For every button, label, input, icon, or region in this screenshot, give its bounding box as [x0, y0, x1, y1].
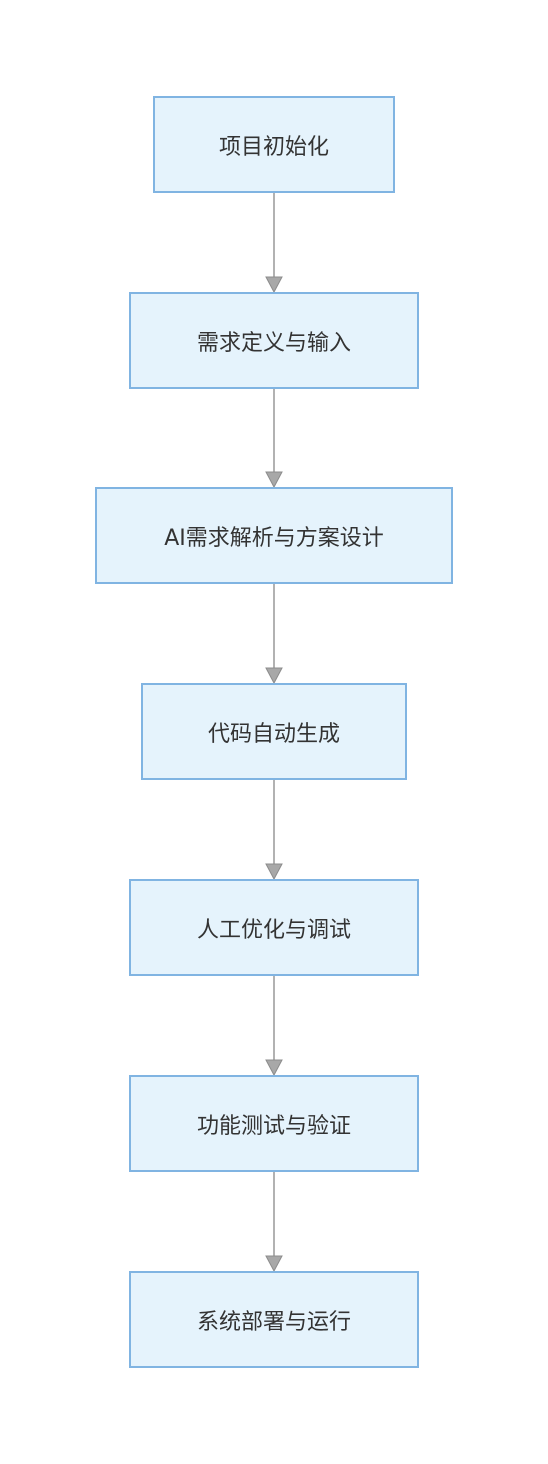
- edge-arrowhead-5: [265, 1059, 283, 1077]
- edge-arrowhead-6: [265, 1255, 283, 1273]
- node-label: 项目初始化: [218, 134, 329, 160]
- node-deployment: 系统部署与运行: [129, 1271, 419, 1368]
- node-manual-optimization: 人工优化与调试: [129, 879, 419, 976]
- node-label: 人工优化与调试: [196, 917, 351, 943]
- node-ai-analysis-design: AI需求解析与方案设计: [95, 487, 453, 584]
- node-requirements-definition: 需求定义与输入: [129, 292, 419, 389]
- edge-arrowhead-2: [265, 471, 283, 489]
- node-label: AI需求解析与方案设计: [164, 525, 384, 551]
- edge-arrowhead-4: [265, 863, 283, 881]
- node-project-init: 项目初始化: [153, 96, 395, 193]
- node-label: 功能测试与验证: [196, 1113, 351, 1139]
- edge-arrowhead-1: [265, 276, 283, 294]
- node-testing-validation: 功能测试与验证: [129, 1075, 419, 1172]
- edge-arrowhead-3: [265, 667, 283, 685]
- node-label: 需求定义与输入: [196, 330, 351, 356]
- node-code-generation: 代码自动生成: [141, 683, 407, 780]
- node-label: 系统部署与运行: [196, 1309, 351, 1335]
- node-label: 代码自动生成: [207, 721, 340, 747]
